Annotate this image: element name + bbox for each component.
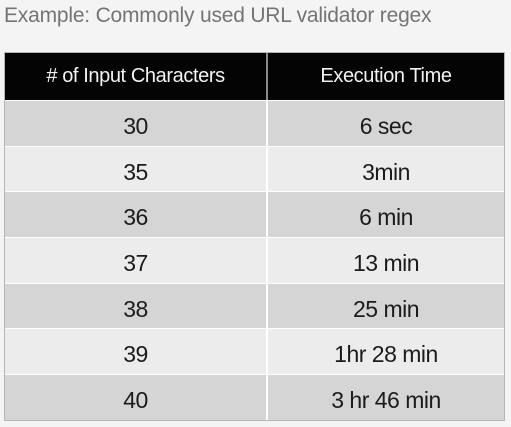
table-row: 38 25 min — [5, 282, 504, 329]
table-body: 30 6 sec 35 3min 36 6 min 37 13 min 38 2… — [5, 100, 504, 420]
cell-execution-time: 13 min — [352, 249, 420, 276]
page-title: Example: Commonly used URL validator reg… — [4, 4, 432, 27]
table-header: # of Input Characters Execution Time — [5, 53, 504, 100]
cell-execution-time: 3 hr 46 min — [331, 386, 441, 413]
cell-execution-time: 6 sec — [359, 112, 413, 139]
cell-input-characters: 40 — [5, 375, 268, 420]
cell-input-characters: 30 — [5, 101, 268, 146]
cell-execution-time: 25 min — [352, 295, 420, 322]
cell-input-characters: 37 — [5, 238, 268, 283]
data-table: # of Input Characters Execution Time 30 … — [4, 52, 505, 421]
table-row: 36 6 min — [5, 191, 504, 238]
cell-execution-time: 1hr 28 min — [334, 341, 438, 368]
cell-input-characters: 35 — [5, 146, 268, 192]
table-row: 40 3 hr 46 min — [5, 374, 504, 420]
table-row: 39 1hr 28 min — [5, 328, 504, 375]
cell-execution-time: 6 min — [359, 204, 413, 231]
cell-input-characters: 39 — [5, 329, 268, 375]
table-row: 35 3min — [5, 145, 504, 192]
column-header-execution-time: Execution Time — [320, 65, 452, 87]
column-header-input-characters: # of Input Characters — [5, 53, 268, 100]
table-row: 37 13 min — [5, 237, 504, 283]
cell-execution-time: 3min — [362, 158, 410, 185]
table-row: 30 6 sec — [5, 100, 504, 146]
cell-input-characters: 38 — [5, 283, 268, 329]
cell-input-characters: 36 — [5, 192, 268, 238]
